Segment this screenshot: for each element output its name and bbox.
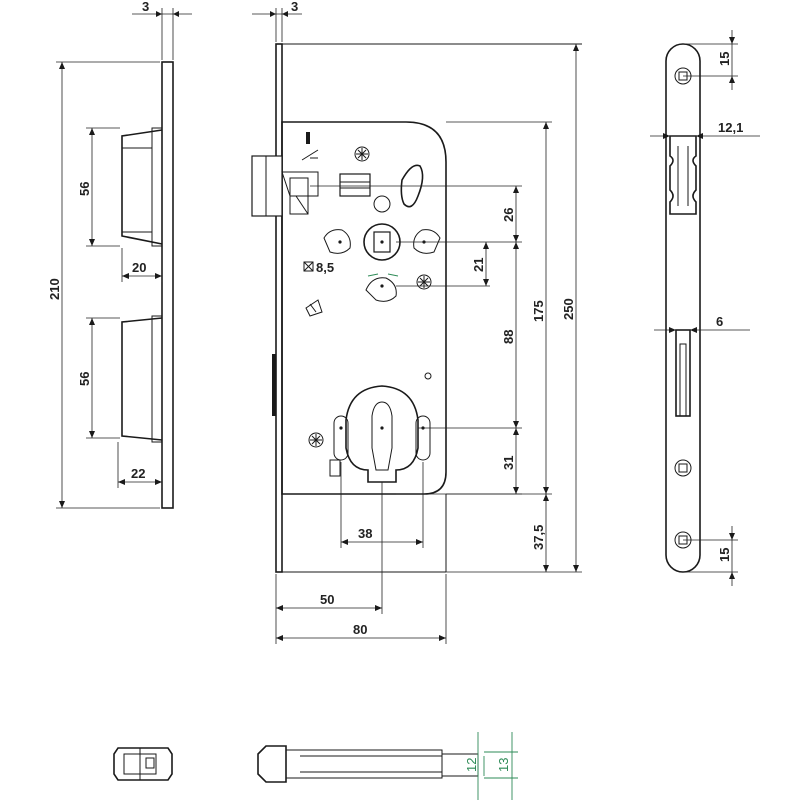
dim-bolt-opening-height: 56 [77,372,92,386]
dim-follower-to-top: 26 [501,208,516,222]
screw-head-icon [416,274,432,290]
right-cylinder-screw-slot [415,415,431,461]
lock-case-view: 8,5 [251,43,582,573]
dim-cylinder-to-bottom: 31 [501,456,516,470]
latch-insert-end [113,747,173,781]
right-rose-hole [413,229,441,254]
dim-strike-thickness: 3 [142,0,149,14]
dim-backset: 50 [320,592,334,607]
lower-follower-hole [365,277,397,302]
dim-faceplate-latch-width: 12,1 [718,120,743,135]
faceplate-bolt-opening [675,329,691,417]
strike-plate-view: 3 210 56 20 56 22 [47,0,192,509]
left-rose-hole [323,229,351,254]
lock-faceplate-edge [275,43,283,573]
dim-insert-width-a: 12 [464,758,479,772]
latch-lever [339,173,371,197]
profile-cylinder [371,401,393,471]
cylinder-cutout [345,385,419,483]
strike-bolt-box [121,317,163,441]
strike-bolt-lip [151,315,163,443]
strike-latch-lip [151,127,163,247]
dim-faceplate-bottom-screw: 15 [717,548,732,562]
left-cylinder-screw-slot [333,415,349,461]
dim-latch-opening-depth: 20 [132,260,146,275]
faceplate-view: 15 12,1 6 15 [650,30,760,586]
dim-faceplate-top-screw: 15 [717,52,732,66]
screw-head-icon [354,146,370,162]
dim-case-depth: 80 [353,622,367,637]
latch-insert-view [113,747,173,781]
reversible-handing-icon [305,299,323,317]
latch-insert-side-view: 12 13 [257,732,518,800]
dim-bolt-opening-depth: 22 [131,466,145,481]
dim-follower-to-cylinder: 88 [501,330,516,344]
dim-follower-to-case-bottom: 175 [531,300,546,322]
dim-bottom-extension: 37,5 [531,525,546,550]
dim-latch-opening-height: 56 [77,182,92,196]
lock-case-dimensions: 3 26 21 88 31 175 37,5 [252,0,582,644]
dim-follower-to-lower-hole: 21 [471,258,486,272]
latch-insert-head [257,745,287,783]
dim-cylinder-screw-spacing: 38 [358,526,372,541]
screw-head-icon [308,432,324,448]
latch-insert-shaft [285,749,443,779]
lock-case-body [281,121,447,495]
latch-bolt [251,155,283,217]
dim-strike-height: 210 [47,278,62,300]
strike-latch-box [121,129,163,245]
strike-plate-body [161,61,174,509]
dim-faceplate-length: 250 [561,298,576,320]
faceplate-latch-opening [669,135,697,215]
faceplate-outline [665,43,701,573]
screw-head-icon [674,459,692,477]
dim-case-thickness: 3 [291,0,298,14]
dim-insert-width-b: 13 [496,758,511,772]
dim-faceplate-bolt-width: 6 [716,314,723,329]
dim-follower-spindle: 8,5 [316,260,334,275]
lever-slot [400,164,424,208]
